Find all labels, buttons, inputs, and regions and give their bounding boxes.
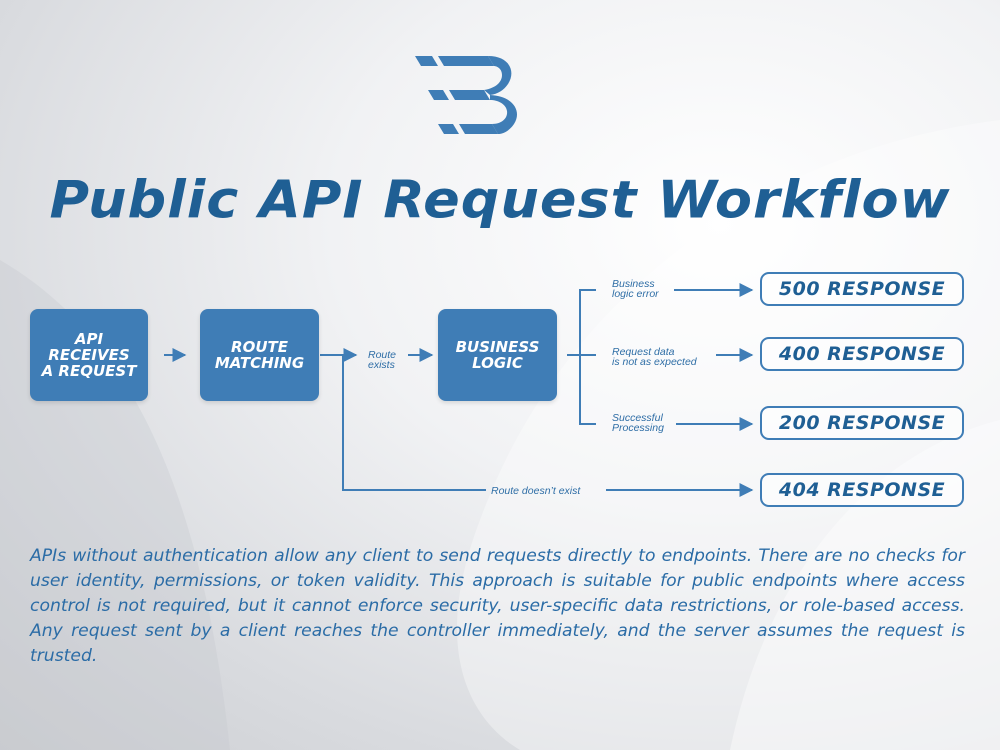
- label-route-exists: Route exists: [368, 349, 397, 371]
- page-title: Public API Request Workflow: [49, 169, 951, 230]
- label-business-logic-error: Business logic error: [612, 278, 659, 300]
- label-request-data-unexpected: Request data is not as expected: [612, 346, 697, 368]
- step-api-receives-request: API RECEIVES A REQUEST: [30, 309, 148, 401]
- step-business-logic-label: BUSINESS LOGIC: [455, 338, 540, 372]
- label-route-doesnt-exist: Route doesn’t exist: [491, 485, 581, 497]
- label-successful-processing: Successful Processing: [612, 412, 664, 434]
- response-500: 500 RESPONSE: [760, 272, 964, 306]
- response-400: 400 RESPONSE: [760, 337, 964, 371]
- arrow-route-missing: [342, 355, 486, 491]
- step-business-logic: BUSINESS LOGIC: [438, 309, 557, 401]
- response-404: 404 RESPONSE: [760, 473, 964, 507]
- response-200: 200 RESPONSE: [760, 406, 964, 440]
- step-api-receives-request-label: API RECEIVES A REQUEST: [41, 330, 137, 380]
- workflow-description: APIs without authentication allow any cl…: [30, 546, 965, 666]
- step-route-matching: ROUTE MATCHING: [200, 309, 319, 401]
- arrow-branch-bus: [579, 289, 596, 425]
- step-route-matching-label: ROUTE MATCHING: [214, 338, 305, 372]
- brand-b-logo-icon: [415, 56, 517, 134]
